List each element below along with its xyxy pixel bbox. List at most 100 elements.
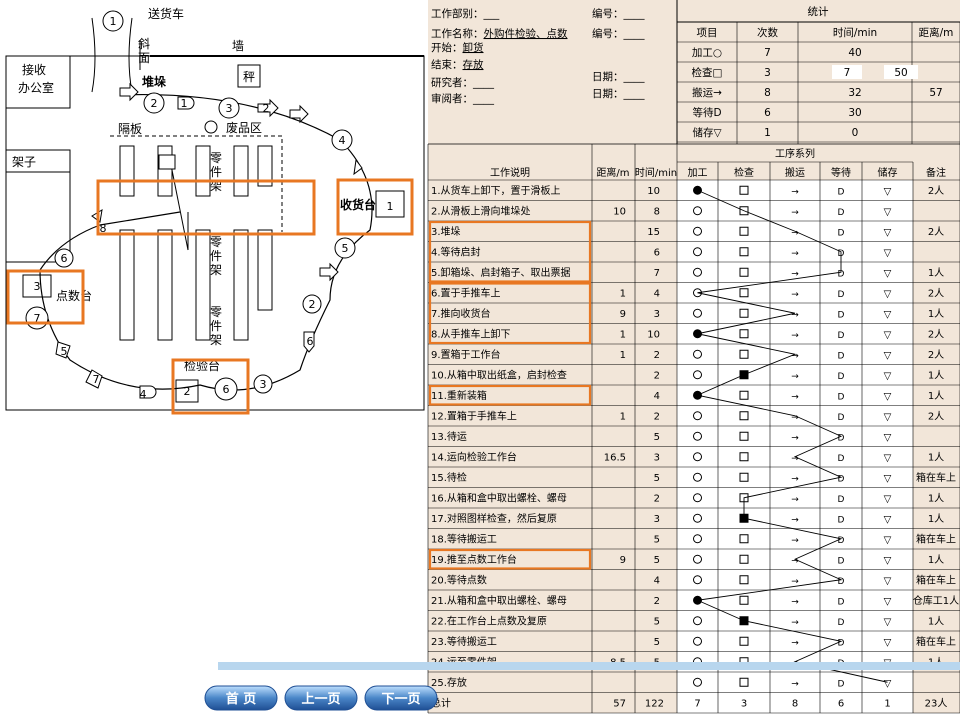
slope-label-2: 面 [138, 51, 150, 65]
step-note: 箱在车上 [916, 574, 956, 587]
op-circle-icon [693, 616, 702, 626]
step-note: 1人 [928, 452, 944, 464]
op-square-icon [739, 554, 749, 564]
op-store-icon: ▽ [884, 371, 892, 382]
op-store-icon: ▽ [884, 309, 892, 320]
map-circle: 1 [102, 10, 124, 32]
op-circle-icon [693, 472, 702, 482]
op-arrow-icon: → [791, 372, 799, 382]
total-op-count: 1 [884, 699, 890, 710]
office-label-2: 办公室 [18, 80, 54, 95]
reviewer-field: 审阅者：____ [431, 92, 495, 105]
dept-field: 工作部别：___ [431, 7, 500, 20]
op-arrow-icon: → [791, 413, 799, 423]
op-store-icon: ▽ [884, 494, 892, 505]
op-arrow-icon: → [791, 536, 799, 546]
op-wait-icon: D [838, 331, 845, 341]
flow-path-line [695, 189, 888, 683]
svg-text:7: 7 [93, 373, 100, 386]
map-arrow [353, 158, 363, 176]
counting-label: 点数台 [56, 288, 92, 303]
op-square-icon [739, 390, 749, 400]
step-note: 2人 [928, 329, 944, 341]
home-button[interactable]: 首 页 [204, 685, 278, 711]
step-time: 5 [654, 555, 660, 566]
step-note: 箱在车上 [916, 533, 956, 546]
step-description: 3.堆垛 [431, 226, 461, 238]
step-time: 4 [654, 391, 660, 402]
route-stub-a [169, 159, 189, 251]
total-time: 122 [645, 699, 664, 710]
step-time: 5 [654, 535, 660, 546]
next-button-label: 下一页 [381, 692, 420, 707]
stats-col-header: 次数 [757, 26, 778, 39]
stats-col-header: 项目 [697, 27, 718, 39]
waste-marker [204, 120, 218, 134]
office-label-1: 接收 [22, 62, 46, 77]
waste-label: 废品区 [226, 120, 262, 135]
date-field-2: 日期：____ [592, 88, 645, 100]
step-distance: 9 [620, 309, 626, 320]
stats-count: 7 [764, 47, 771, 59]
step-distance: 16.5 [604, 453, 626, 464]
step-time: 10 [647, 330, 660, 341]
jobname-field: 工作名称：外购件检验、点数 [431, 27, 568, 40]
op-arrow-icon: → [791, 187, 799, 197]
step-description: 23.等待搬运工 [431, 635, 497, 648]
highlight-step-11 [428, 384, 592, 406]
total-op-count: 3 [741, 699, 747, 710]
receiving-box [375, 190, 405, 218]
op-circle-icon [693, 349, 702, 359]
step-note: 2人 [928, 411, 944, 423]
map-arrow: 7 [85, 369, 103, 389]
stats-col-header: 时间/min [833, 26, 877, 39]
op-arrow-icon: → [791, 228, 799, 238]
op-arrow-icon: → [791, 269, 799, 279]
svg-text:5: 5 [61, 345, 68, 358]
op-circle-icon [693, 206, 702, 216]
op-square-icon [739, 185, 749, 195]
step-time: 6 [654, 248, 660, 259]
op-square-icon [739, 575, 749, 585]
step-description: 9.置箱于工作台 [431, 348, 501, 361]
step-time: 3 [654, 514, 660, 525]
stats-time: 32 [848, 87, 861, 99]
step-description: 18.等待搬运工 [431, 533, 497, 546]
op-col-header: 加工 [688, 167, 708, 179]
step-time: 3 [654, 309, 660, 320]
map-arrow [289, 104, 309, 124]
op-arrow-icon: → [791, 351, 799, 361]
op-wait-icon: D [838, 618, 845, 628]
op-store-icon: ▽ [884, 289, 892, 300]
step-distance: 1 [620, 289, 626, 300]
next-button[interactable]: 下一页 [364, 685, 438, 711]
svg-text:1: 1 [181, 97, 188, 110]
step-description: 10.从箱中取出纸盒，启封检查 [431, 369, 567, 382]
op-wait-icon: D [838, 433, 845, 443]
svg-text:6: 6 [223, 383, 230, 396]
map-marker-d [158, 154, 176, 170]
svg-text:3: 3 [226, 102, 233, 115]
parts-rack-label-a: 零件架 [210, 151, 222, 193]
op-wait-icon: D [838, 269, 845, 279]
op-arrow-icon: → [791, 495, 799, 505]
wall-label: 墙 [232, 39, 244, 53]
op-wait-icon: D [838, 290, 845, 300]
step-description: 20.等待点数 [431, 574, 487, 587]
op-wait-icon: D [838, 638, 845, 648]
shelf-area [5, 171, 71, 263]
op-square-icon [739, 247, 749, 257]
highlight-storage [96, 179, 316, 236]
op-square-icon [739, 636, 749, 646]
map-arrow: 6 [303, 331, 315, 353]
op-circle-icon [693, 677, 702, 687]
code-field-2: 编号：____ [592, 27, 645, 40]
step-time: 7 [654, 268, 660, 279]
header-panel [428, 0, 677, 144]
total-distance: 57 [613, 699, 626, 710]
step-note: 2人 [928, 349, 944, 361]
stats-col-header: 距离/m [919, 26, 954, 39]
prev-button[interactable]: 上一页 [284, 685, 358, 711]
